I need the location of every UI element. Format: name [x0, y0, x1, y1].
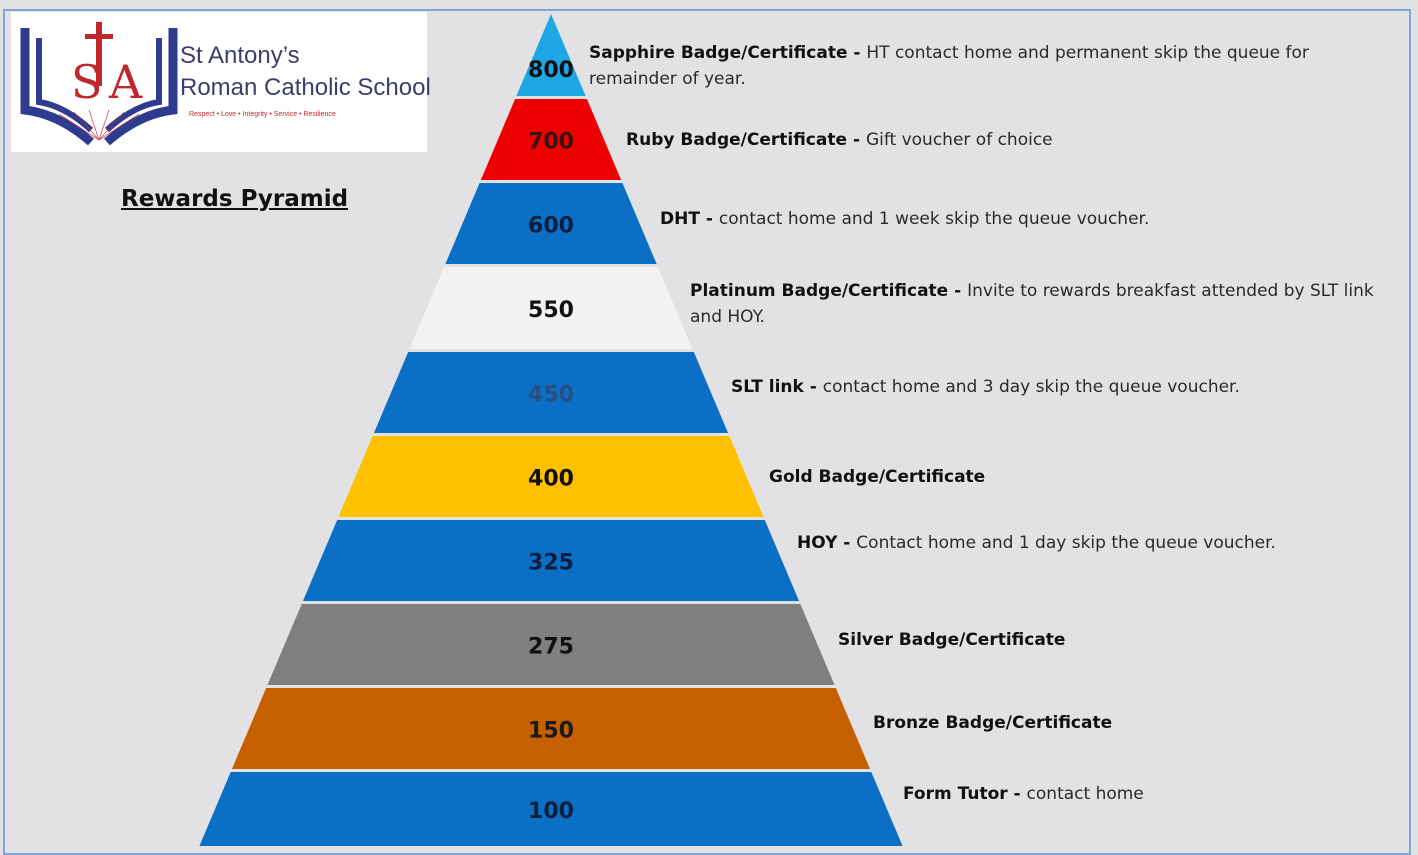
tier-label-550: Platinum Badge/Certificate - Invite to r… [690, 278, 1408, 330]
tier-title: Gold Badge/Certificate [769, 467, 986, 487]
tier-label-400: Gold Badge/Certificate [769, 464, 1408, 490]
tier-value-275: 275 [528, 635, 574, 660]
tier-label-325: HOY - Contact home and 1 day skip the qu… [797, 530, 1408, 556]
tier-separator: - [847, 130, 866, 150]
pyramid-title: Rewards Pyramid [121, 186, 349, 212]
pyramid-tier-150 [231, 688, 871, 769]
pyramid-tier-275 [267, 604, 835, 685]
tier-separator: - [837, 533, 857, 553]
pyramid-tier-600 [445, 183, 657, 264]
pyramid-tier-100 [199, 772, 903, 846]
tier-label-150: Bronze Badge/Certificate [873, 710, 1408, 736]
tier-description: contact home and 3 day skip the queue vo… [822, 377, 1240, 397]
tier-separator: - [699, 209, 719, 229]
tier-label-275: Silver Badge/Certificate [838, 627, 1408, 653]
tier-separator: - [1007, 784, 1027, 804]
tier-title: Platinum Badge/Certificate [690, 281, 949, 301]
tier-separator: - [803, 377, 823, 397]
tier-value-800: 800 [528, 58, 574, 83]
school-crest-icon: S A [20, 22, 178, 146]
tier-value-450: 450 [528, 383, 574, 408]
tier-separator: - [948, 281, 968, 301]
tier-title: Ruby Badge/Certificate [626, 130, 848, 150]
pyramid-tier-800 [516, 14, 586, 96]
tier-description: contact home and 1 week skip the queue v… [718, 209, 1150, 229]
pyramid-tier-325 [302, 520, 800, 601]
tier-value-700: 700 [528, 130, 574, 155]
pyramid-tier-550 [409, 267, 693, 349]
tier-title: HOY [797, 533, 838, 553]
tier-label-100: Form Tutor - contact home [903, 781, 1408, 807]
tier-value-325: 325 [528, 551, 574, 576]
tier-description-cont: remainder of year. [589, 69, 746, 89]
school-logo: S A St Antony’s Roman Catholic School Re… [11, 12, 431, 152]
tier-value-600: 600 [528, 214, 574, 239]
tier-description: Gift voucher of choice [865, 130, 1053, 150]
school-name-line2: Roman Catholic School [180, 74, 431, 101]
tier-description: contact home [1026, 784, 1144, 804]
tier-value-400: 400 [528, 467, 574, 492]
tier-description-cont: and HOY. [690, 307, 765, 327]
tier-value-150: 150 [528, 719, 574, 744]
school-name-line1: St Antony’s [180, 42, 300, 69]
pyramid-tier-450 [373, 352, 729, 433]
tier-title: Form Tutor [903, 784, 1008, 804]
tier-title: Bronze Badge/Certificate [873, 713, 1113, 733]
pyramid-tier-700 [480, 99, 622, 180]
monogram-a: A [108, 55, 143, 109]
tier-label-800: Sapphire Badge/Certificate - HT contact … [589, 40, 1408, 92]
monogram-s: S [71, 55, 103, 109]
tier-value-100: 100 [528, 799, 574, 824]
tier-value-550: 550 [528, 298, 574, 323]
tier-description: Invite to rewards breakfast attended by … [967, 281, 1374, 301]
tier-description: HT contact home and permanent skip the q… [866, 43, 1309, 63]
tier-label-450: SLT link - contact home and 3 day skip t… [731, 374, 1408, 400]
tier-label-700: Ruby Badge/Certificate - Gift voucher of… [626, 127, 1408, 153]
tier-label-600: DHT - contact home and 1 week skip the q… [660, 206, 1408, 232]
tier-title: Silver Badge/Certificate [838, 630, 1066, 650]
pyramid-tier-400 [338, 436, 764, 517]
tier-separator: - [847, 43, 867, 63]
tier-title: Sapphire Badge/Certificate [589, 43, 848, 63]
tier-description: Contact home and 1 day skip the queue vo… [856, 533, 1276, 553]
tier-title: DHT [660, 209, 700, 229]
tier-title: SLT link [731, 377, 804, 397]
school-motto: Respect • Love • Integrity • Service • R… [189, 111, 336, 118]
